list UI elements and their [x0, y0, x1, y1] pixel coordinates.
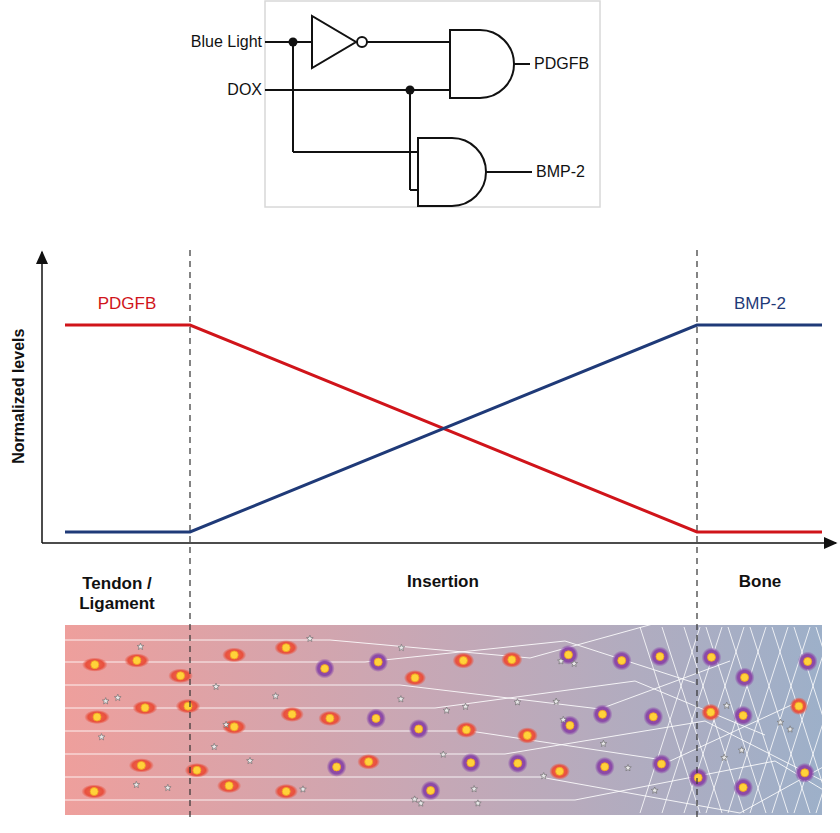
text-label: Tendon / Ligament: [47, 574, 187, 613]
text-label: PDGFB: [534, 55, 589, 73]
text-label: BMP-2: [734, 294, 786, 314]
text-label: Insertion: [407, 572, 479, 592]
text-label: PDGFB: [98, 294, 157, 314]
text-label: BMP-2: [536, 163, 585, 181]
text-label: Bone: [739, 572, 782, 592]
text-label: DOX: [227, 81, 262, 99]
text-label: Normalized levels: [11, 328, 29, 463]
text-label: Blue Light: [191, 33, 262, 51]
